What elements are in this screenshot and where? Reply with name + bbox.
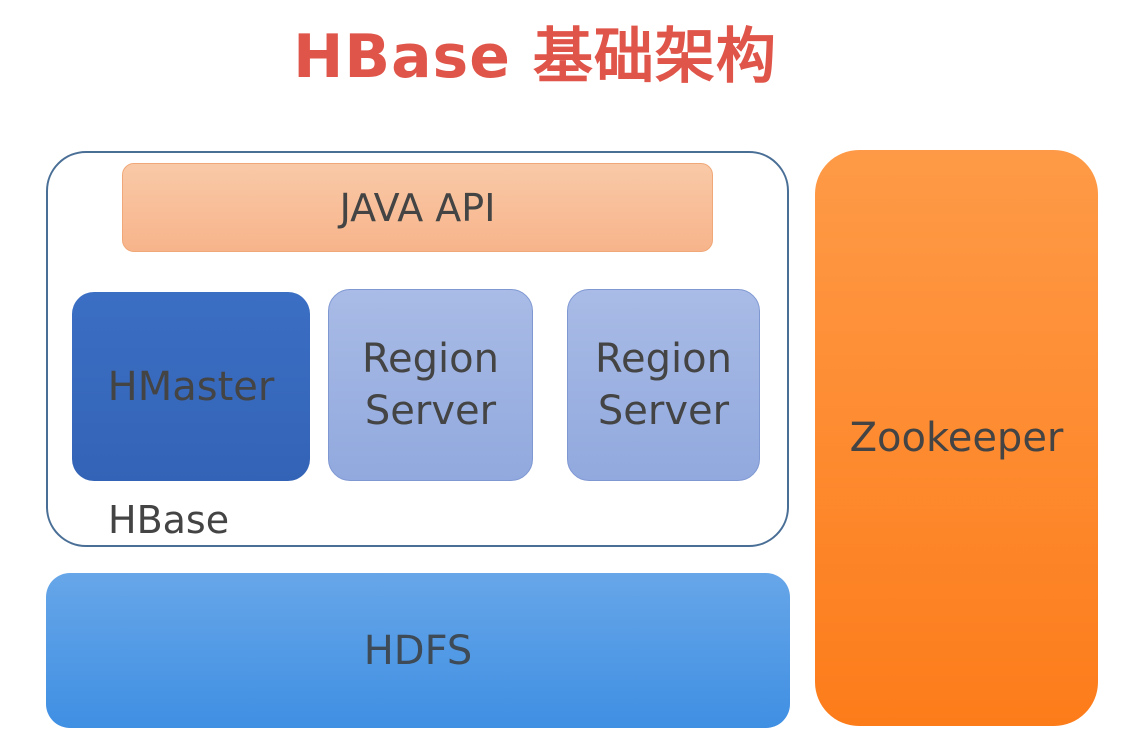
hdfs-label: HDFS <box>363 627 473 674</box>
java-api-block: JAVA API <box>122 163 713 252</box>
zookeeper-label: Zookeeper <box>849 415 1064 461</box>
page-title: HBase 基础架构 <box>293 22 777 92</box>
java-api-label: JAVA API <box>339 185 496 230</box>
hdfs-block: HDFS <box>46 573 790 728</box>
region-server-label-line2: Server <box>597 388 730 434</box>
zookeeper-block: Zookeeper <box>815 150 1098 726</box>
region-server-block: Region Server <box>328 289 533 481</box>
hbase-label: HBase <box>108 498 230 542</box>
hmaster-label: HMaster <box>107 363 275 410</box>
region-server-label-line2: Server <box>364 388 497 434</box>
hmaster-block: HMaster <box>72 292 310 481</box>
region-server-block: Region Server <box>567 289 760 481</box>
region-server-label-line1: Region <box>362 336 499 382</box>
region-server-label-line1: Region <box>595 336 732 382</box>
